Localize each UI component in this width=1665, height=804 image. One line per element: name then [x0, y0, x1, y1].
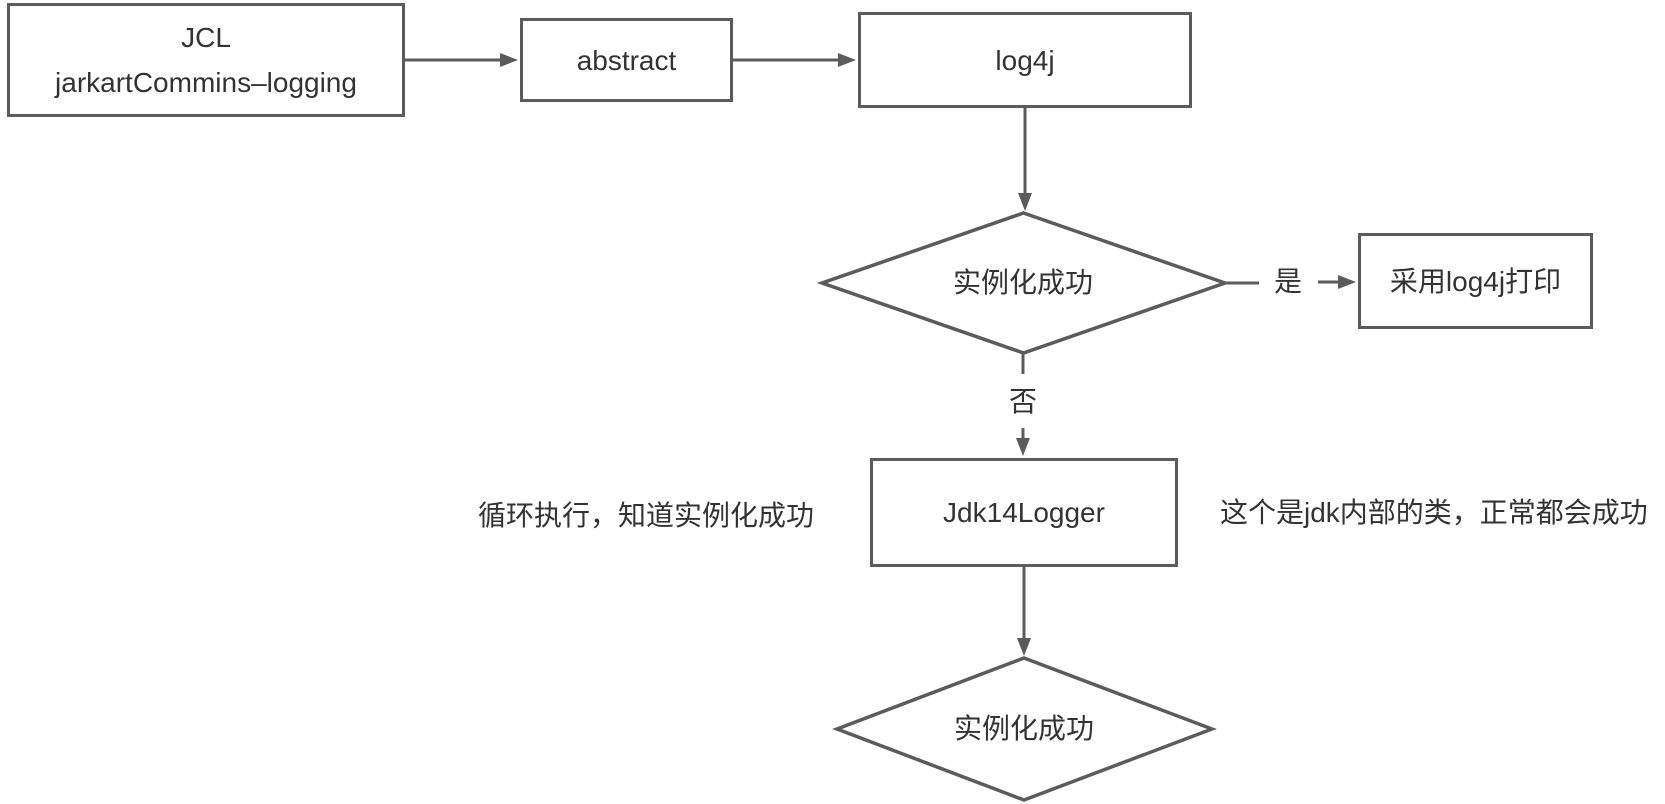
- node-log4j: log4j: [858, 12, 1192, 108]
- node-log4j-label: log4j: [995, 44, 1055, 76]
- annotation-loop-until-success: 循环执行，知道实例化成功: [478, 500, 815, 531]
- arrow-log4j-to-decision1: [1018, 108, 1032, 211]
- arrow-jdk14-to-decision2: [1017, 567, 1031, 656]
- arrowhead-icon: [1338, 275, 1356, 289]
- arrowhead-icon: [1017, 638, 1031, 656]
- arrowhead-icon: [838, 53, 856, 67]
- node-jdk14logger-label: Jdk14Logger: [943, 497, 1105, 528]
- decision2-label: 实例化成功: [953, 713, 1095, 744]
- arrowhead-icon: [500, 53, 518, 67]
- node-abstract-label: abstract: [576, 44, 677, 76]
- node-use-log4j-print: 采用log4j打印: [1358, 233, 1593, 329]
- node-abstract: abstract: [520, 18, 733, 102]
- arrowhead-icon: [1016, 438, 1030, 456]
- node-jdk14logger: Jdk14Logger: [870, 458, 1178, 567]
- node-use-log4j-print-label: 采用log4j打印: [1389, 265, 1562, 297]
- arrow-abstract-to-log4j: [733, 53, 856, 67]
- decision2-diamond-shape: [832, 656, 1217, 802]
- node-jcl: JCL jarkartCommins–logging: [7, 3, 405, 117]
- edge-decision1-no: [1016, 353, 1030, 456]
- decision1-label: 实例化成功: [952, 267, 1094, 298]
- arrowhead-icon: [1018, 193, 1032, 211]
- node-jcl-line1: JCL: [181, 22, 231, 53]
- node-jcl-line2: jarkartCommins–logging: [55, 67, 357, 98]
- arrow-jcl-to-abstract: [405, 53, 518, 67]
- decision1-diamond-shape: [816, 211, 1231, 355]
- edge-label-yes: 是: [1273, 266, 1303, 297]
- edge-decision1-yes: [1225, 275, 1356, 289]
- annotation-jdk-internal-class: 这个是jdk内部的类，正常都会成功: [1220, 497, 1648, 528]
- edge-label-no: 否: [1008, 386, 1038, 417]
